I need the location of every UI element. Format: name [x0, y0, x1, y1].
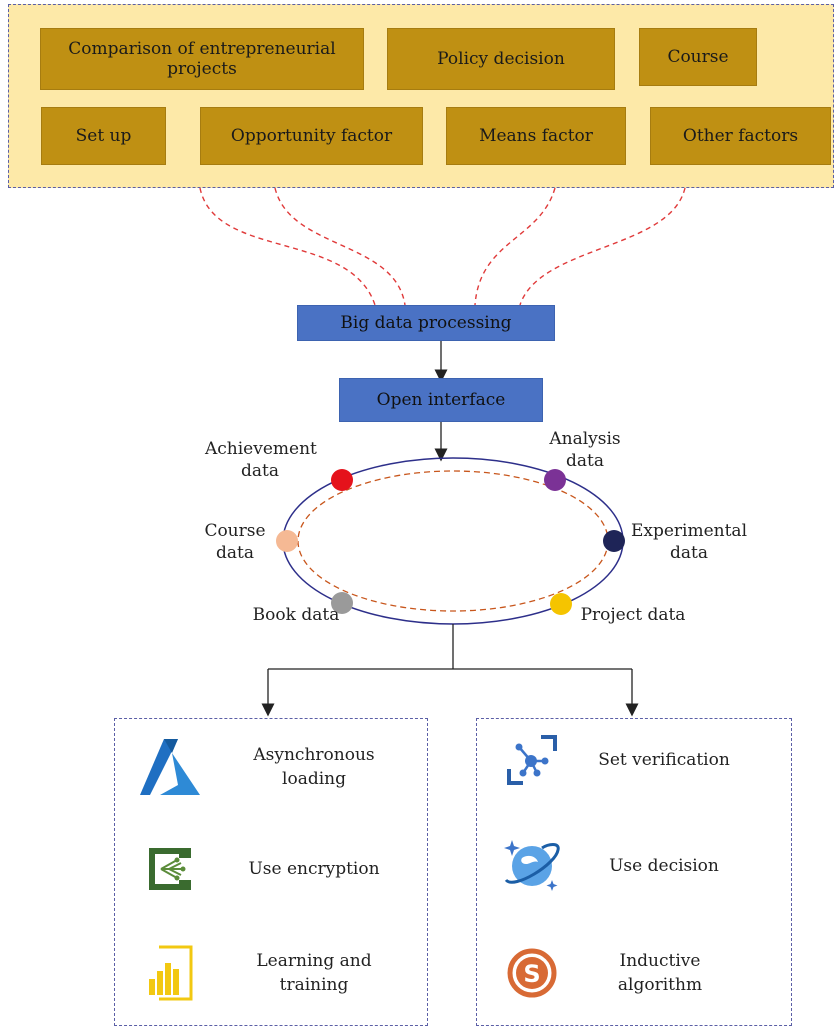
book-label: Book data — [252, 605, 340, 625]
dashed-link — [474, 187, 556, 306]
skype-icon: S — [500, 941, 564, 1005]
feature-set-verification: Set verification — [500, 728, 744, 792]
feature-label: Use encryption — [248, 859, 380, 879]
achievement-dot — [331, 469, 353, 491]
event-hub-icon — [138, 837, 202, 901]
feature-learning-training: Learning and training — [138, 941, 394, 1005]
analysis-label: Analysis data — [549, 429, 621, 471]
feature-label: Learning and training — [256, 951, 372, 995]
factor-course: Course — [639, 28, 757, 86]
feature-label: Use decision — [609, 856, 719, 876]
factor-other: Other factors — [650, 107, 831, 165]
feature-inductive-algorithm: S Inductive algorithm — [500, 941, 740, 1005]
cosmos-db-icon — [500, 834, 564, 898]
course-dot — [276, 530, 298, 552]
big-data-processing-box: Big data processing — [297, 305, 555, 341]
feature-label: Asynchronous loading — [253, 745, 375, 789]
dashed-link — [199, 187, 376, 306]
project-dot — [550, 593, 572, 615]
feature-use-decision: Use decision — [500, 834, 744, 898]
open-interface-box: Open interface — [339, 378, 543, 422]
feature-label: Set verification — [598, 750, 730, 770]
experimental-label: Experimental data — [630, 521, 748, 563]
factor-comparison: Comparison of entrepreneurial projects — [40, 28, 364, 90]
ring-inner — [297, 470, 609, 612]
power-bi-icon — [138, 941, 202, 1005]
factor-set-up: Set up — [41, 107, 166, 165]
azure-icon — [138, 735, 202, 799]
network-graph-icon — [500, 728, 564, 792]
analysis-dot — [544, 469, 566, 491]
experimental-dot — [603, 530, 625, 552]
dashed-link — [519, 187, 686, 306]
dashed-link — [274, 187, 406, 306]
factor-policy-decision: Policy decision — [387, 28, 615, 90]
project-label: Project data — [580, 605, 686, 625]
book-dot — [331, 592, 353, 614]
achievement-label: Achievement data — [205, 439, 317, 481]
course-label: Course data — [204, 521, 266, 563]
feature-label: Inductive algorithm — [617, 951, 703, 995]
factor-opportunity: Opportunity factor — [200, 107, 423, 165]
feature-use-encryption: Use encryption — [138, 837, 394, 901]
feature-asynchronous-loading: Asynchronous loading — [138, 735, 394, 799]
svg-text:S: S — [523, 960, 540, 988]
factor-means: Means factor — [446, 107, 626, 165]
